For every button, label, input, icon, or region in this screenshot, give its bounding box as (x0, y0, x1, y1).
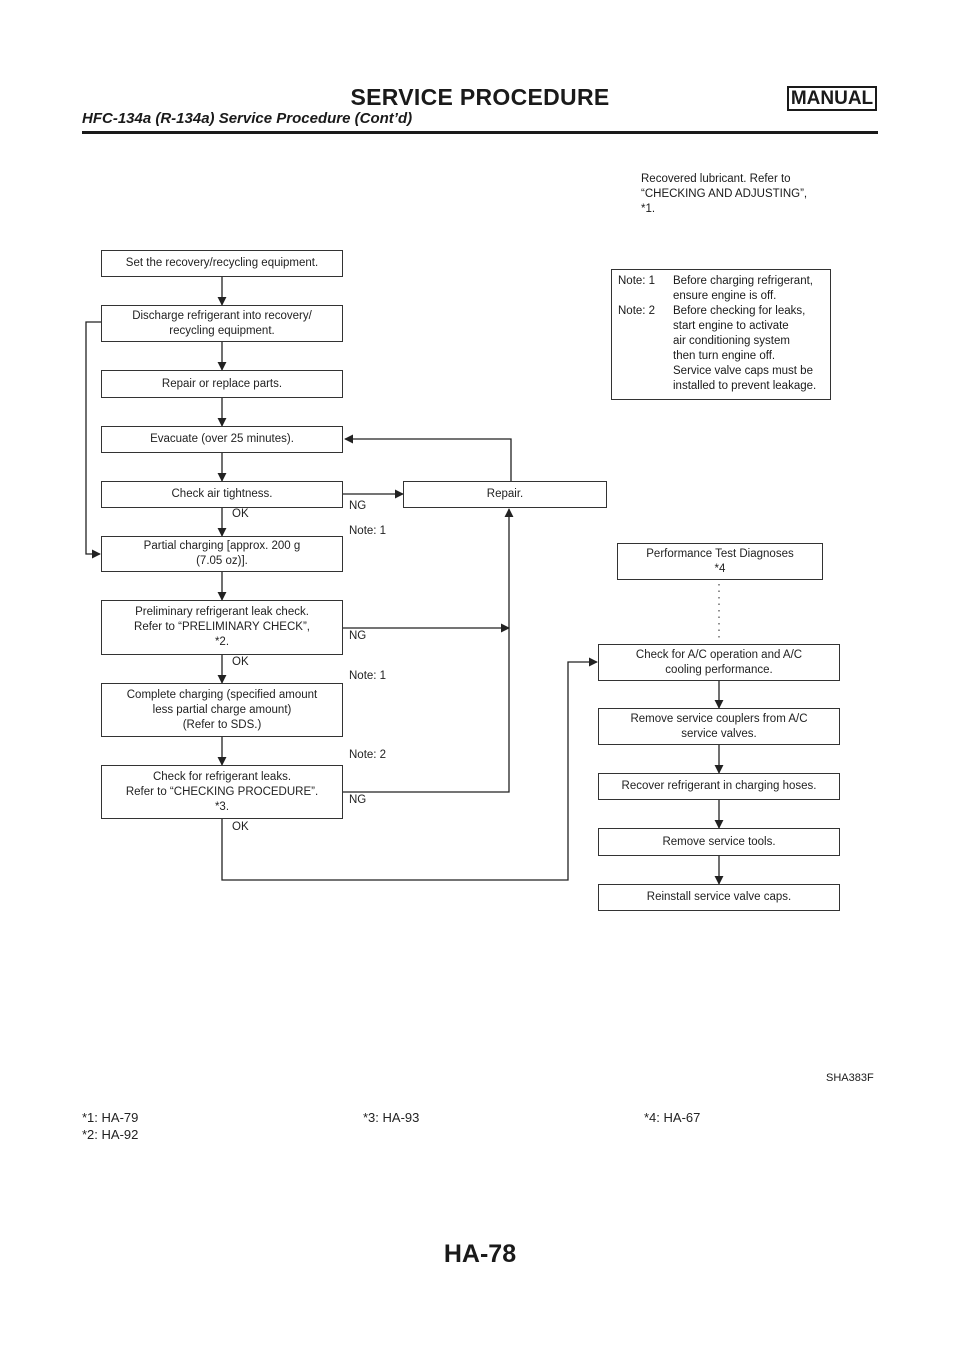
note-1-text: Before charging refrigerant, ensure engi… (673, 275, 813, 302)
step-preliminary-leak-check: Preliminary refrigerant leak check. Refe… (101, 600, 343, 655)
page-subtitle: HFC-134a (R-134a) Service Procedure (Con… (82, 110, 413, 127)
performance-test-diagnoses: Performance Test Diagnoses *4 (617, 543, 823, 580)
label-ng-preliminary: NG (349, 630, 367, 642)
step-repair: Repair. (403, 481, 607, 508)
footnote-2: *2: HA-92 (82, 1127, 139, 1142)
step-reinstall-valve-caps: Reinstall service valve caps. (598, 884, 840, 911)
manual-badge: MANUAL (787, 86, 877, 111)
step-complete-charging: Complete charging (specified amount less… (101, 683, 343, 737)
step-remove-service-couplers: Remove service couplers from A/C service… (598, 708, 840, 745)
page-title: SERVICE PROCEDURE (350, 84, 610, 110)
label-note1-complete: Note: 1 (349, 670, 387, 682)
label-note2-leaks: Note: 2 (349, 749, 387, 761)
header-rule (82, 131, 878, 134)
label-ng-air-tightness: NG (349, 500, 367, 512)
label-ok-air-tightness: OK (232, 508, 249, 520)
step-set-recovery-equipment: Set the recovery/recycling equipment. (101, 250, 343, 277)
label-ok-leaks: OK (232, 821, 249, 833)
step-evacuate: Evacuate (over 25 minutes). (101, 426, 343, 453)
page-number: HA-78 (443, 1240, 517, 1268)
footnote-4: *4: HA-67 (644, 1110, 701, 1125)
note-1-key: Note: 1 (618, 275, 656, 287)
step-check-refrigerant-leaks: Check for refrigerant leaks. Refer to “C… (101, 765, 343, 819)
notes-box: Note: 1 Before charging refrigerant, ens… (611, 269, 831, 400)
label-note1-partial: Note: 1 (349, 525, 387, 537)
step-repair-replace-parts: Repair or replace parts. (101, 370, 343, 398)
step-check-air-tightness: Check air tightness. (101, 481, 343, 508)
figure-code: SHA383F (826, 1072, 874, 1084)
note-2-key: Note: 2 (618, 305, 656, 317)
note-2-text: Before checking for leaks, start engine … (673, 305, 817, 392)
step-remove-service-tools: Remove service tools. (598, 828, 840, 856)
step-recover-refrigerant-hoses: Recover refrigerant in charging hoses. (598, 773, 840, 800)
step-check-ac-operation: Check for A/C operation and A/C cooling … (598, 644, 840, 681)
recovered-lubricant-note: Recovered lubricant. Refer to “CHECKING … (641, 173, 808, 215)
label-ok-preliminary: OK (232, 656, 249, 668)
label-ng-leaks: NG (349, 794, 367, 806)
footnote-1: *1: HA-79 (82, 1110, 139, 1125)
step-partial-charging: Partial charging [approx. 200 g (7.05 oz… (101, 536, 343, 572)
step-discharge-refrigerant: Discharge refrigerant into recovery/ rec… (101, 305, 343, 342)
footnote-3: *3: HA-93 (363, 1110, 420, 1125)
